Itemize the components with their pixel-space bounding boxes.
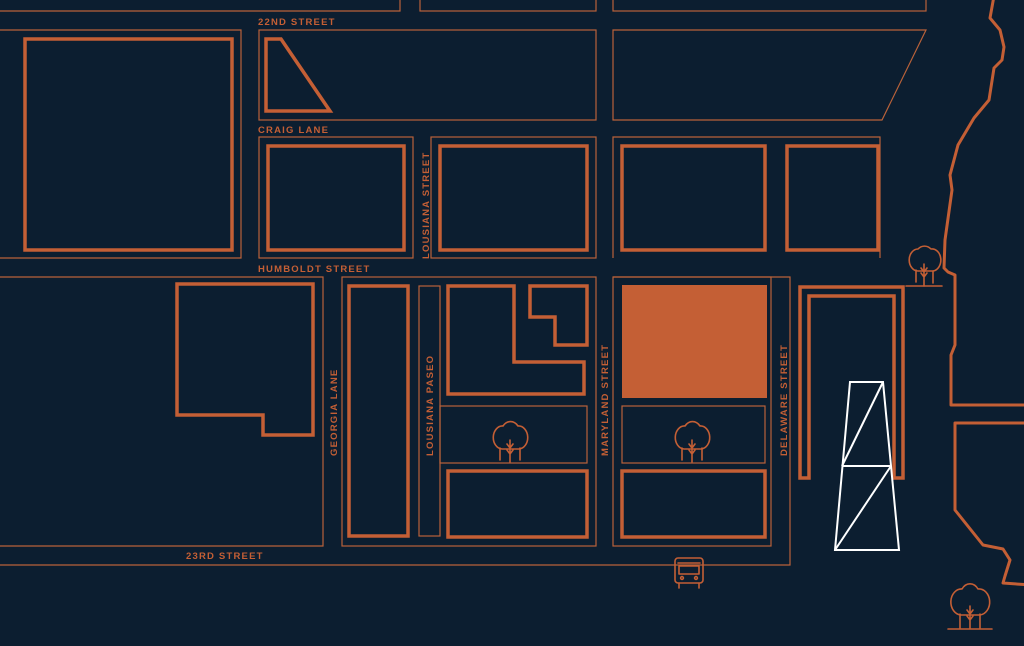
park-plot-east bbox=[621, 405, 766, 464]
waterway-bank-lower bbox=[953, 421, 1024, 587]
lot-craig-left bbox=[266, 144, 406, 252]
highlighted-lot[interactable] bbox=[622, 285, 767, 398]
block-maryland-inner bbox=[612, 276, 772, 547]
street-label-maryland: MARYLAND STREET bbox=[600, 344, 611, 456]
street-label-georgia: GEORGIA LANE bbox=[329, 369, 340, 456]
waterway-bank-upper bbox=[942, 0, 1024, 407]
tree-cluster-icon bbox=[492, 420, 529, 463]
block-craig-right bbox=[612, 136, 881, 258]
block-left-lower bbox=[0, 276, 324, 547]
lot-small-stepped bbox=[528, 284, 589, 347]
lot-delaware bbox=[798, 285, 905, 480]
block-top-mid bbox=[419, 0, 597, 12]
tree-cluster-icon bbox=[674, 420, 711, 463]
lot-square-upper-left bbox=[23, 37, 234, 252]
top-blocks bbox=[0, 0, 927, 12]
street-label-23rd: 23RD STREET bbox=[186, 551, 264, 562]
block-left-upper bbox=[0, 29, 242, 259]
block-triangle bbox=[258, 29, 597, 121]
lot-stepped bbox=[446, 284, 586, 396]
street-label-humboldt: HUMBOLDT STREET bbox=[258, 264, 370, 275]
street-label-louisiana: LOUSIANA STREET bbox=[421, 152, 432, 259]
lot-bottom-east bbox=[620, 469, 767, 539]
bus-icon[interactable] bbox=[674, 557, 704, 589]
tree-cluster-icon bbox=[947, 583, 993, 630]
row-2-blocks bbox=[0, 29, 927, 259]
lot-strip bbox=[347, 284, 410, 538]
lot-bottom-west bbox=[446, 469, 589, 539]
lot-notched bbox=[175, 282, 315, 437]
lot-craig-mid bbox=[438, 144, 589, 252]
lot-triangle bbox=[264, 37, 334, 113]
block-top-left bbox=[0, 0, 401, 12]
street-label-delaware: DELAWARE STREET bbox=[779, 344, 790, 456]
street-label-paseo: LOUSIANA PASEO bbox=[425, 355, 436, 456]
row-3-blocks bbox=[258, 136, 881, 259]
block-top-right bbox=[612, 0, 927, 12]
park-plot-west bbox=[439, 405, 588, 464]
landmark-tower-icon[interactable] bbox=[833, 381, 901, 551]
block-craig-left bbox=[258, 136, 414, 259]
block-georgia bbox=[341, 276, 597, 547]
row-4-blocks bbox=[0, 276, 905, 566]
lot-craig-right-a bbox=[620, 144, 767, 252]
block-craig-mid bbox=[430, 136, 597, 259]
street-label-22nd: 22ND STREET bbox=[258, 17, 336, 28]
waterway bbox=[942, 0, 1024, 587]
lot-craig-right-b bbox=[785, 144, 880, 252]
block-diagonal bbox=[612, 29, 927, 121]
tree-cluster-icon bbox=[905, 245, 943, 287]
street-label-craig: CRAIG LANE bbox=[258, 125, 329, 136]
